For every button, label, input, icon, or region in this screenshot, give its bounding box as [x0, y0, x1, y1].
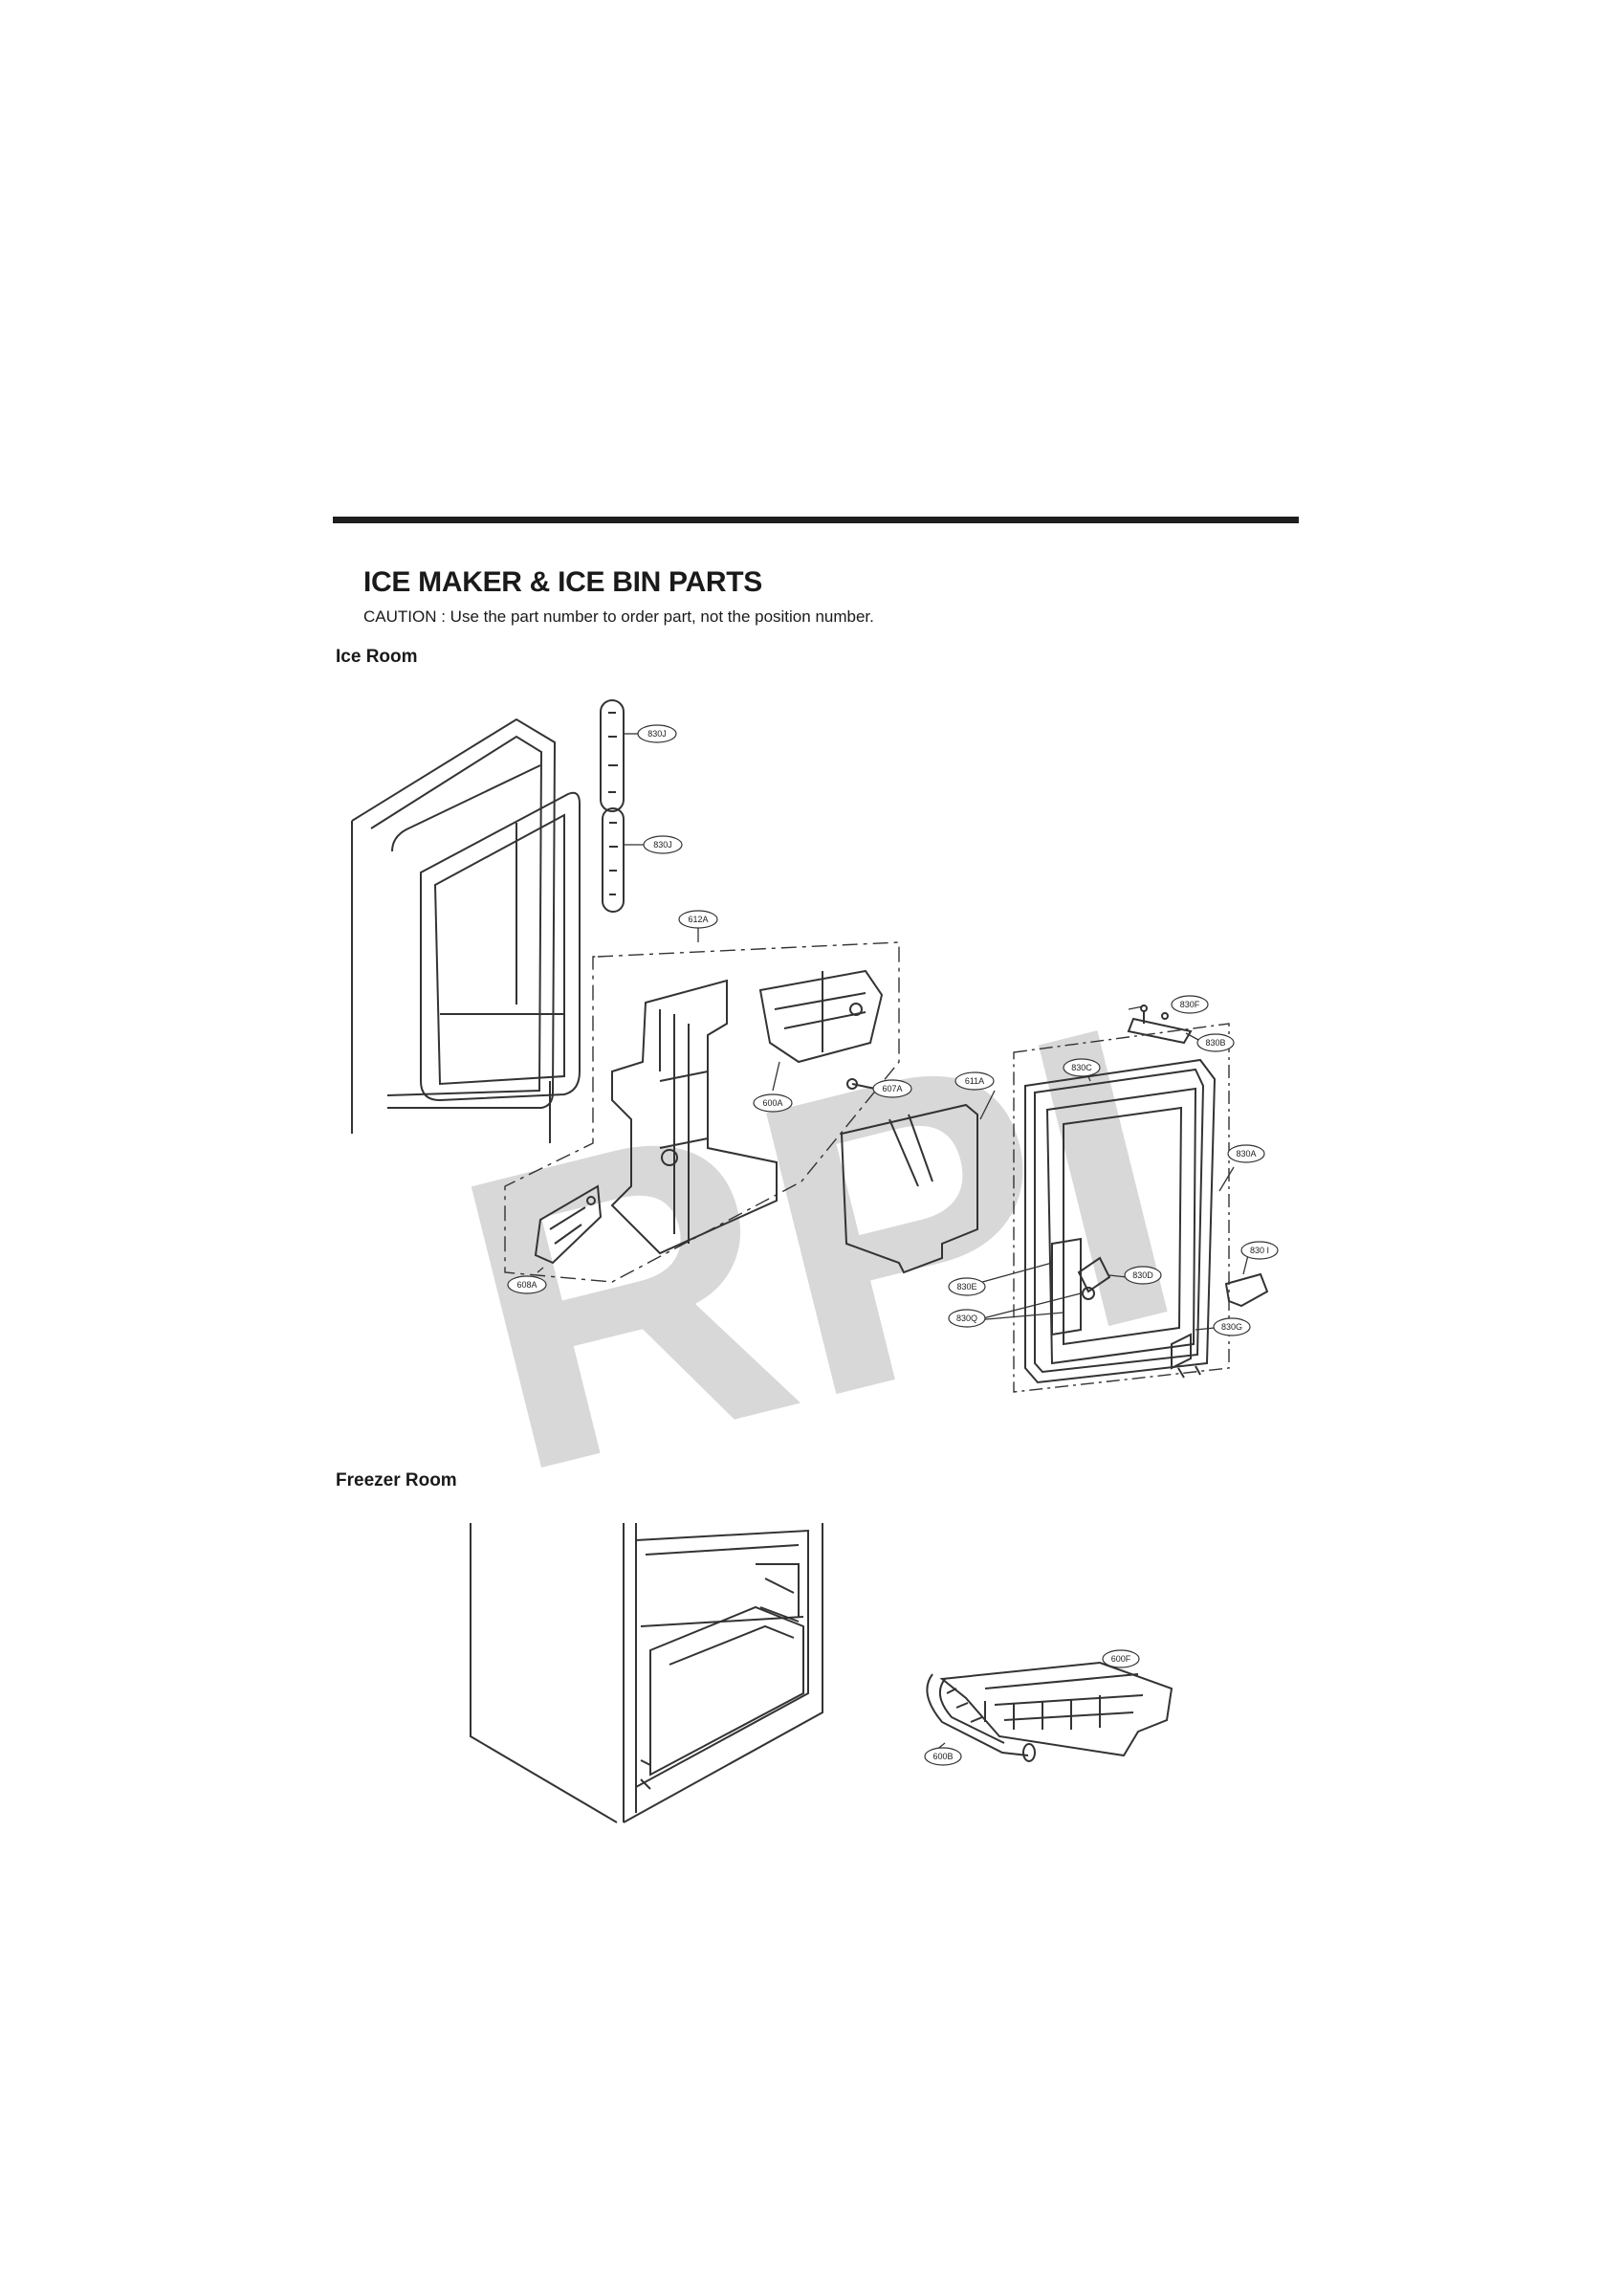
part-830a-group — [1013, 1023, 1230, 1393]
part-830g-bracket — [1171, 1333, 1201, 1379]
callout-830a: 830A — [1227, 1144, 1265, 1163]
callout-830f: 830F — [1171, 995, 1209, 1014]
section-heading-ice-room: Ice Room — [336, 647, 418, 667]
svg-text:830J: 830J — [647, 729, 667, 739]
callout-608a: 608A — [507, 1275, 547, 1294]
section-heading-freezer-room: Freezer Room — [336, 1470, 457, 1490]
page-title: ICE MAKER & ICE BIN PARTS — [363, 566, 762, 598]
part-600f-ice-bin — [939, 1661, 1173, 1757]
callout-600f: 600F — [1102, 1649, 1140, 1668]
svg-text:607A: 607A — [882, 1084, 902, 1093]
part-830j-lower — [602, 807, 625, 913]
part-830j-upper — [600, 699, 625, 812]
callout-830d: 830D — [1124, 1266, 1162, 1285]
svg-text:611A: 611A — [965, 1076, 984, 1086]
callout-830q: 830Q — [948, 1309, 986, 1328]
part-600b-auger — [926, 1673, 1036, 1762]
callout-830b: 830B — [1196, 1033, 1235, 1052]
part-830f-hinge — [1127, 1004, 1193, 1045]
watermark-text: RPI — [422, 937, 1216, 1562]
svg-text:830E: 830E — [956, 1282, 976, 1292]
part-608a-bracket — [534, 1184, 603, 1265]
svg-text:830Q: 830Q — [956, 1314, 977, 1323]
ice-room-door — [351, 718, 581, 1143]
callout-830e: 830E — [948, 1277, 986, 1296]
callout-607a: 607A — [872, 1079, 912, 1098]
svg-text:830D: 830D — [1132, 1270, 1153, 1280]
callout-612a: 612A — [678, 910, 718, 929]
callout-830c: 830C — [1063, 1058, 1101, 1077]
svg-text:612A: 612A — [688, 915, 708, 924]
dispenser-housing — [610, 979, 778, 1255]
header-rule — [333, 517, 1299, 523]
ice-room-leaders — [537, 733, 1249, 1331]
part-607a — [846, 1078, 876, 1090]
part-612a-group — [504, 941, 900, 1283]
svg-text:830J: 830J — [653, 840, 672, 850]
svg-text:830B: 830B — [1205, 1038, 1225, 1048]
caution-note: CAUTION : Use the part number to order p… — [363, 607, 874, 626]
svg-text:600B: 600B — [932, 1752, 953, 1761]
callout-830i: 830 I — [1240, 1241, 1279, 1260]
svg-text:830 I: 830 I — [1250, 1246, 1269, 1255]
svg-text:830G: 830G — [1221, 1322, 1242, 1332]
svg-text:830A: 830A — [1236, 1149, 1256, 1159]
svg-text:600F: 600F — [1111, 1654, 1131, 1664]
svg-text:608A: 608A — [516, 1280, 537, 1290]
callout-830j-lower: 830J — [643, 835, 683, 854]
callout-611a: 611A — [954, 1071, 995, 1091]
part-830i — [1224, 1272, 1269, 1308]
part-600a-ice-maker — [758, 969, 884, 1064]
freezer-cabinet — [470, 1523, 823, 1823]
callout-830g: 830G — [1213, 1317, 1251, 1336]
watermark: RPI — [422, 937, 1216, 1562]
callout-600b: 600B — [924, 1747, 962, 1766]
svg-text:830F: 830F — [1180, 1000, 1200, 1009]
part-611a-cover — [840, 1103, 978, 1274]
callout-830j-upper: 830J — [637, 724, 677, 743]
svg-text:830C: 830C — [1071, 1063, 1092, 1072]
svg-text:600A: 600A — [762, 1098, 782, 1108]
callout-600a: 600A — [753, 1093, 793, 1113]
